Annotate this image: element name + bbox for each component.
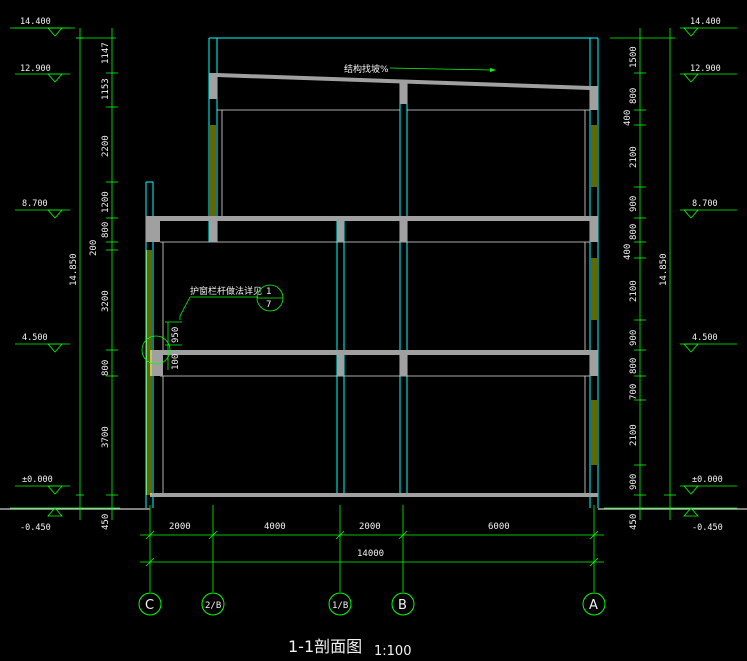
axis-bubble-2b [201, 592, 225, 616]
detail-dim-950: 950 [171, 327, 181, 343]
detail-callout: 护窗栏杆做法详见 1 7 950 100 [141, 284, 284, 370]
svg-text:800: 800 [101, 222, 111, 238]
svg-text:2100: 2100 [629, 280, 639, 302]
floor-slab-2 [150, 350, 598, 355]
elev-left-12900: 12.900 [20, 64, 51, 74]
svg-text:800: 800 [629, 88, 639, 104]
svg-text:1153: 1153 [101, 78, 111, 100]
left-dimension-chain: 14.400 12.900 8.700 4.500 ±0.000 -0.450 … [10, 17, 120, 533]
dim-seg-2: 4000 [264, 522, 286, 532]
elev-right-4500: 4.500 [692, 333, 718, 343]
axis-bubble-1b [328, 592, 352, 616]
svg-text:800: 800 [629, 224, 639, 240]
svg-text:450: 450 [629, 514, 639, 530]
svg-text:900: 900 [629, 474, 639, 490]
axis-bubble-b [391, 592, 415, 616]
drawing-scale: 1:100 [374, 644, 411, 659]
svg-text:900: 900 [629, 196, 639, 212]
dim-seg-1: 2000 [169, 522, 191, 532]
detail-ref-top: 1 [266, 287, 271, 297]
svg-text:3700: 3700 [101, 426, 111, 448]
detail-ref-bottom: 7 [266, 300, 271, 310]
elev-left-14400: 14.400 [20, 17, 51, 27]
elev-right-8700: 8.700 [692, 199, 718, 209]
axis-label-1b: 1/B [332, 601, 348, 611]
elev-left-neg450: -0.450 [20, 523, 51, 533]
svg-text:2200: 2200 [101, 135, 111, 157]
building-section [0, 37, 747, 510]
total-height-right: 14.850 [659, 253, 669, 286]
svg-text:1147: 1147 [101, 42, 111, 64]
slope-note-text: 结构找坡% [344, 63, 389, 75]
right-dimension-chain: 14.400 12.900 8.700 4.500 ±0.000 -0.450 … [604, 17, 737, 533]
drawing-title-block: 1-1剖面图 1:100 [288, 637, 411, 659]
detail-dim-100: 100 [171, 354, 181, 370]
bottom-dimension-chain: 2000 4000 2000 6000 14000 [140, 505, 604, 592]
svg-text:900: 900 [629, 330, 639, 346]
axis-bubble-a [582, 592, 606, 616]
axis-label-c: C [145, 598, 154, 613]
svg-text:400: 400 [623, 244, 633, 260]
svg-text:3200: 3200 [101, 290, 111, 312]
dim-seg-3: 2000 [359, 522, 381, 532]
axis-label-a: A [589, 598, 598, 613]
ground-slab [150, 493, 598, 497]
svg-text:1200: 1200 [101, 191, 111, 213]
axis-label-b: B [398, 598, 407, 613]
svg-text:200: 200 [89, 240, 99, 256]
elev-right-12900: 12.900 [690, 64, 721, 74]
drawing-title: 1-1剖面图 [288, 637, 362, 656]
axis-bubbles: C 2/B 1/B B A [138, 592, 606, 616]
svg-text:400: 400 [623, 110, 633, 126]
elev-right-14400: 14.400 [690, 17, 721, 27]
roof-slope-note: 结构找坡% [344, 63, 496, 75]
svg-text:2100: 2100 [629, 146, 639, 168]
elev-left-0: ±0.000 [22, 475, 53, 485]
elev-right-0: ±0.000 [692, 475, 723, 485]
axis-label-2b: 2/B [205, 601, 221, 611]
dim-total: 14000 [357, 549, 384, 559]
dim-seg-4: 6000 [488, 522, 510, 532]
axis-bubble-c [138, 592, 162, 616]
windows [146, 125, 597, 495]
elev-left-8700: 8.700 [22, 199, 48, 209]
svg-text:700: 700 [629, 384, 639, 400]
svg-text:450: 450 [101, 514, 111, 530]
total-height-left: 14.850 [69, 253, 79, 286]
floor-slab-3 [150, 216, 598, 221]
elev-left-4500: 4.500 [22, 333, 48, 343]
svg-text:800: 800 [629, 358, 639, 374]
svg-text:800: 800 [101, 360, 111, 376]
svg-text:1500: 1500 [629, 46, 639, 68]
svg-text:2100: 2100 [629, 424, 639, 446]
detail-note-text: 护窗栏杆做法详见 [190, 285, 262, 297]
elev-right-neg450: -0.450 [692, 523, 723, 533]
